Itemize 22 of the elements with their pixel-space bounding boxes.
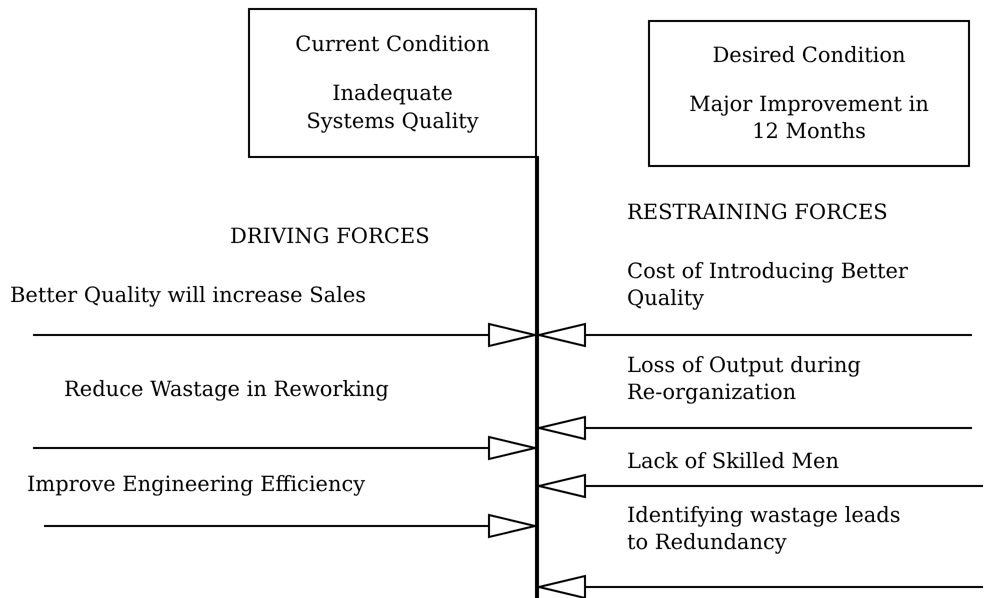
box-heading: Desired Condition [712, 42, 906, 69]
section-heading: RESTRAINING FORCES [627, 200, 888, 224]
condition-box [248, 8, 537, 158]
force-arrow [44, 514, 536, 538]
force-label: Lack of Skilled Men [627, 448, 840, 475]
force-label: Better Quality will increase Sales [10, 282, 368, 309]
force-arrow [538, 323, 972, 347]
force-arrow [538, 474, 983, 498]
force-label: Identifying wastage leads to Redundancy [627, 502, 902, 556]
box-text: Inadequate Systems Quality [305, 80, 480, 135]
force-arrow [33, 436, 536, 460]
force-label: Reduce Wastage in Reworking [64, 376, 390, 403]
force-label: Cost of Introducing Better Quality [627, 258, 909, 312]
force-label: Loss of Output during Re-organization [627, 352, 862, 406]
condition-box [648, 20, 970, 167]
box-text: Major Improvement in 12 Months [688, 90, 930, 146]
force-arrow [538, 416, 972, 440]
box-heading: Current Condition [295, 31, 490, 58]
section-heading: DRIVING FORCES [230, 224, 430, 248]
force-arrow [538, 575, 983, 598]
force-label: Improve Engineering Efficiency [27, 471, 366, 498]
force-arrow [33, 323, 536, 347]
